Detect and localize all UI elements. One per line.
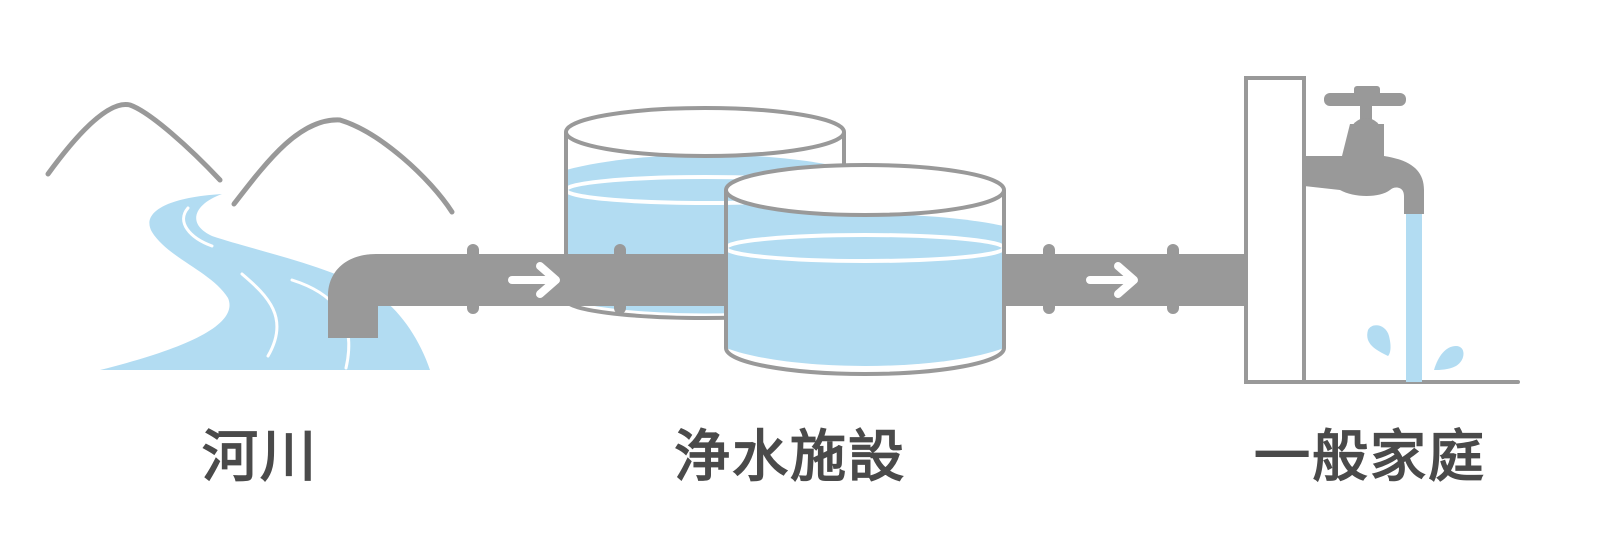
- mountains: [45, 101, 455, 215]
- house: [1244, 76, 1520, 384]
- pipe-coupling: [1043, 244, 1055, 314]
- faucet-icon: [1304, 86, 1424, 214]
- pipe: [328, 244, 1248, 338]
- tank-icon: [724, 163, 1006, 376]
- household-label: 一般家庭: [1254, 425, 1486, 490]
- flow-arrow-icon: [1086, 262, 1138, 298]
- pipe-coupling: [1167, 244, 1179, 314]
- mountain-icon: [45, 101, 223, 183]
- water-drop-icon: [1367, 325, 1391, 356]
- flow-arrow-icon: [508, 262, 560, 298]
- river-label: 河川: [202, 425, 318, 490]
- water-treatment-plant-label: 浄水施設: [674, 425, 906, 490]
- pipe-coupling: [614, 244, 626, 314]
- pipe-coupling: [467, 244, 479, 314]
- faucet-stream: [1367, 214, 1464, 382]
- wall-icon: [1244, 76, 1306, 384]
- mountain-icon: [231, 117, 455, 215]
- water-drop-icon: [1434, 346, 1464, 370]
